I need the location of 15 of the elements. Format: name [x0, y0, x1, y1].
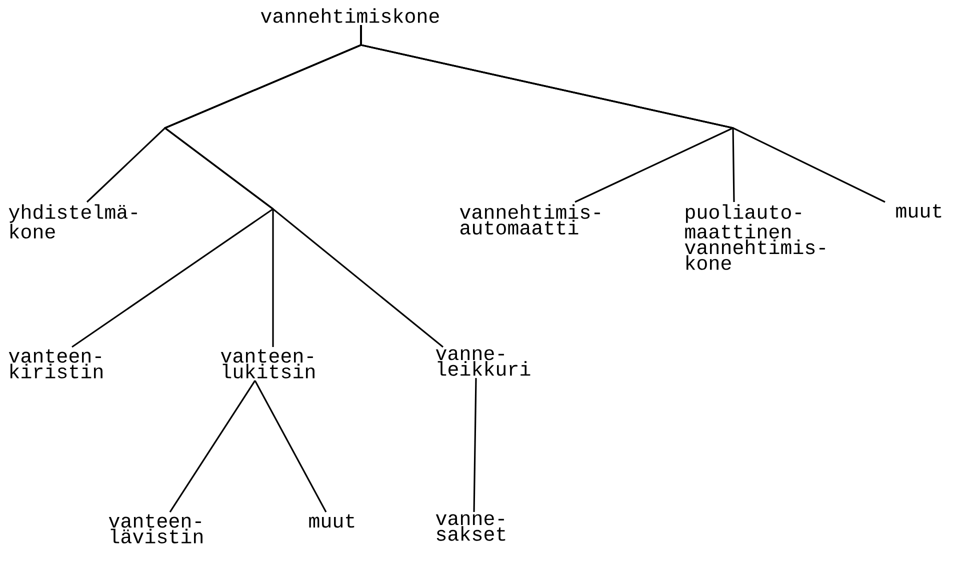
- node-label: vanteen- kiristin: [8, 349, 102, 378]
- node-label: vannehtimiskone: [260, 8, 439, 23]
- node-label: muut: [309, 514, 354, 528]
- node-label: vannehtimis- automaatti: [460, 204, 600, 235]
- node-label: vanteen- lukitsin: [220, 349, 314, 378]
- node-label: vanteen- lävistin: [108, 514, 202, 544]
- node-label: puoliauto- maattinen vannehtimis- kone: [684, 204, 825, 270]
- node-label: yhdistelmä- kone: [8, 204, 137, 239]
- node-label: muut: [896, 204, 942, 218]
- node-label: vanne- sakset: [436, 514, 506, 541]
- connector-line: [254, 380, 327, 512]
- connector-line: [169, 380, 256, 512]
- connector-line: [473, 378, 477, 512]
- node-label: vanne- leikkuri: [436, 349, 530, 376]
- connector-line: [360, 25, 886, 203]
